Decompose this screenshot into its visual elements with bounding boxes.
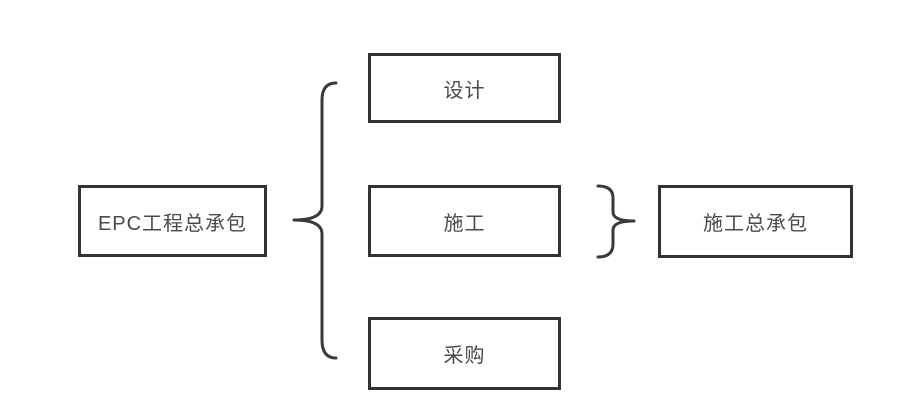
node-label: EPC工程总承包 — [97, 212, 248, 235]
opening-brace-icon — [292, 81, 338, 360]
node-design: 设计 — [368, 53, 561, 123]
closing-brace-icon — [596, 184, 636, 259]
node-epc-general-contracting: EPC工程总承包 — [78, 185, 267, 257]
node-label: 采购 — [443, 345, 486, 367]
closing-brace-path — [596, 184, 636, 259]
node-construction: 施工 — [368, 185, 561, 257]
node-label: 施工总承包 — [703, 213, 808, 235]
node-construction-general-contracting: 施工总承包 — [658, 185, 853, 258]
node-procurement: 采购 — [368, 317, 561, 390]
node-label: 设计 — [443, 79, 486, 102]
opening-brace-path — [292, 81, 338, 360]
node-label: 施工 — [443, 212, 486, 235]
